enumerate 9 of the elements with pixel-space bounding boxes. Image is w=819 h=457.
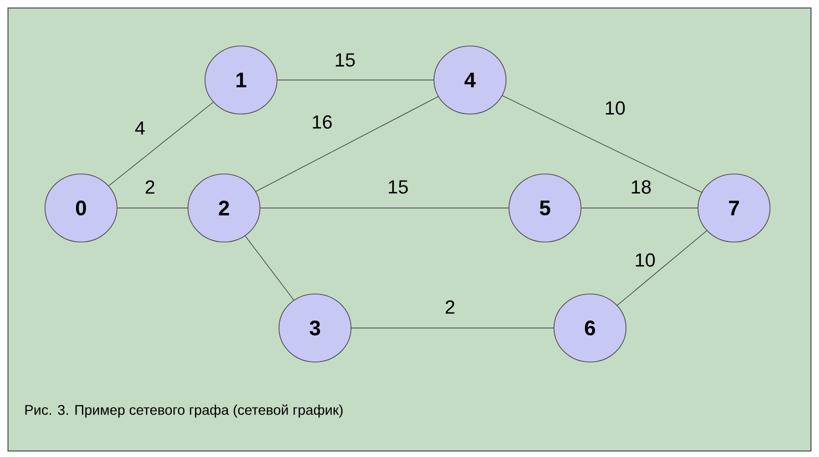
edge-line — [256, 96, 438, 192]
edge-label: 2 — [444, 299, 456, 315]
edge-line — [616, 230, 708, 306]
edge-line — [108, 102, 214, 186]
edge-label: 2 — [144, 179, 156, 195]
edge-line — [244, 236, 294, 300]
edge-line — [502, 95, 702, 193]
edge-label: 4 — [134, 120, 146, 136]
caption: Рис. 3. Пример сетевого графа (сетевой график) — [25, 404, 343, 418]
